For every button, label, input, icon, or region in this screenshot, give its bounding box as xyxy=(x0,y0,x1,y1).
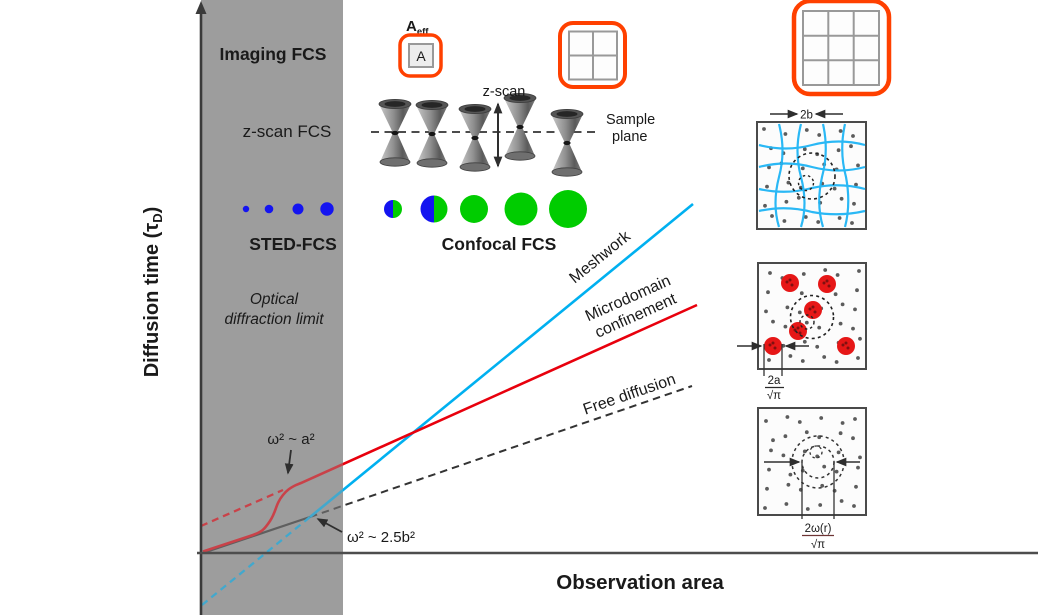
svg-text:√π: √π xyxy=(811,538,825,551)
psf-hourglass-icon xyxy=(378,98,412,167)
aeff-label: Aeff xyxy=(406,18,429,38)
free-diffusion-solid-segment xyxy=(202,515,311,555)
svg-text:2a: 2a xyxy=(768,375,781,387)
zscan-fcs-label: z-scan FCS xyxy=(243,122,332,141)
y-axis-arrow-icon xyxy=(195,1,207,14)
svg-text:2ω(r): 2ω(r) xyxy=(805,523,832,535)
psf-hourglass-icon xyxy=(415,99,449,168)
free-diffusion-line xyxy=(309,385,693,518)
dimension-2wr-label: 2ω(r) √π xyxy=(802,523,834,551)
omega-a2-annotation: ω² ~ a² xyxy=(267,431,314,448)
trajectory-squiggle xyxy=(809,445,823,459)
psf-hourglass-icon xyxy=(550,108,584,177)
dimension-2b-label: 2b xyxy=(800,110,813,122)
y-axis-label: Diffusion time (τD) xyxy=(141,207,165,378)
curves-layer xyxy=(200,202,698,606)
trajectory-circle xyxy=(789,294,835,340)
sted-fcs-label: STED-FCS xyxy=(249,234,337,254)
confocal-fcs-label: Confocal FCS xyxy=(442,234,557,254)
svg-text:√π: √π xyxy=(767,389,781,402)
omega-b2-annotation: ω² ~ 2.5b² xyxy=(347,529,415,546)
optical-diffraction-label: Optical diffraction limit xyxy=(224,291,324,328)
svg-text:diffraction limit: diffraction limit xyxy=(224,311,324,328)
meshwork-diagram: 2b xyxy=(756,110,867,230)
microdomain-diagram: 2a √π xyxy=(737,262,867,402)
psf-hourglass-icon xyxy=(458,103,492,172)
trajectory-circle xyxy=(788,152,836,200)
diffraction-region-overlay xyxy=(201,0,343,615)
omega-a2-arrow-icon xyxy=(284,449,294,475)
free-diffusion-diagram: 2ω(r) √π xyxy=(757,407,867,551)
microdomain-line xyxy=(202,303,698,553)
sted-spots xyxy=(242,202,334,216)
microdomain-dashed-extension xyxy=(200,488,284,528)
sample-plane-label-line1: Sample xyxy=(606,112,655,128)
zscan-label: z-scan xyxy=(483,84,526,100)
aeff-inner-label: A xyxy=(416,48,426,64)
mesh-lines xyxy=(758,123,866,228)
grid-3x3-icon xyxy=(791,0,892,97)
psf-hourglass-icon xyxy=(503,92,537,161)
axes xyxy=(195,1,1038,615)
molecule-dots xyxy=(764,268,862,364)
svg-text:Optical: Optical xyxy=(250,291,299,308)
x-axis-label: Observation area xyxy=(556,571,724,594)
trajectory-squiggle xyxy=(797,174,815,192)
omega-b2-arrow-icon xyxy=(316,518,343,533)
zscan-illustration: z-scan Sample plane xyxy=(371,84,655,177)
molecule-dots xyxy=(762,127,860,225)
meshwork-line xyxy=(309,202,694,519)
diffraction-limit-region xyxy=(201,0,343,615)
free-diffusion-curve-label: Free diffusion xyxy=(581,371,678,419)
imaging-fcs-label: Imaging FCS xyxy=(220,44,327,64)
sample-plane-label-line2: plane xyxy=(612,129,647,145)
molecule-dots xyxy=(763,415,862,511)
aeff-icon: Aeff A xyxy=(398,18,443,78)
trajectory-squiggle xyxy=(799,314,815,330)
dimension-2a-label: 2a √π xyxy=(765,375,784,402)
grid-2x2-icon xyxy=(558,21,627,89)
confocal-spots xyxy=(384,190,587,228)
